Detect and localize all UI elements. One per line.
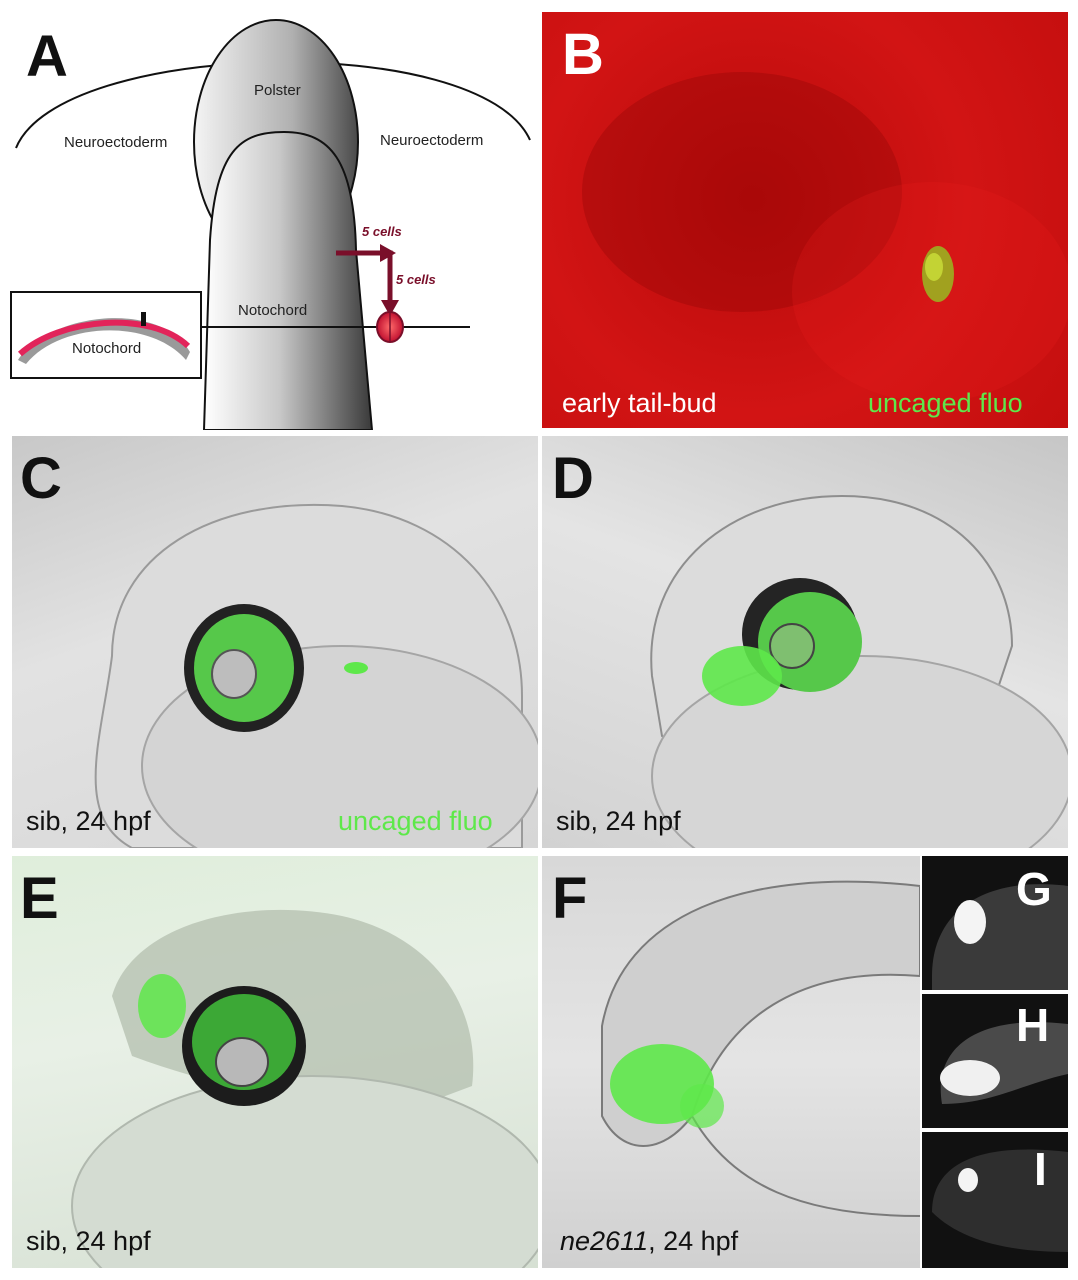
- fluo-i-micrograph: [932, 1149, 1068, 1252]
- panel-b-caption: early tail-bud: [562, 388, 717, 418]
- panel-c-letter: C: [20, 446, 62, 511]
- panel-a-diagram: A Polster Neuroectoderm Neuroectoderm No…: [0, 0, 538, 430]
- panel-b-image: B early tail-bud uncaged fluo: [542, 12, 1068, 428]
- neuroectoderm-left-label: Neuroectoderm: [64, 134, 168, 151]
- inset-marker: [141, 312, 146, 326]
- embryo-f-micrograph: [601, 880, 920, 1217]
- panel-i-image: I: [922, 1132, 1068, 1268]
- panel-f-letter: F: [552, 866, 588, 931]
- panel-a-letter: A: [26, 24, 68, 89]
- fluo-h-micrograph: [940, 1022, 1068, 1104]
- panel-d-letter: D: [552, 446, 594, 511]
- neuroectoderm-right-label: Neuroectoderm: [380, 132, 484, 149]
- panel-h-letter: H: [1016, 999, 1050, 1051]
- panel-e-image: E sib, 24 hpf: [12, 856, 538, 1268]
- panel-f-image: F ne2611, 24 hpf: [542, 856, 920, 1268]
- notochord-shape: [202, 130, 374, 430]
- panel-i-letter: I: [1034, 1143, 1047, 1195]
- inset-box: [10, 291, 202, 379]
- panel-d-caption: sib, 24 hpf: [556, 806, 681, 836]
- panel-b-letter: B: [562, 22, 604, 87]
- arrow-label-vertical: 5 cells: [396, 272, 436, 287]
- panel-f-caption-strain: ne2611: [560, 1226, 649, 1256]
- notochord-label: Notochord: [238, 302, 308, 319]
- inset-notochord-band: [17, 319, 191, 357]
- panel-c-fluo-caption: uncaged fluo: [338, 806, 493, 836]
- panel-h-image: H: [922, 994, 1068, 1128]
- panel-d-image: D sib, 24 hpf: [542, 436, 1068, 848]
- panel-c-image: C sib, 24 hpf uncaged fluo: [12, 436, 538, 848]
- arrow-label-horizontal: 5 cells: [362, 224, 402, 239]
- embryo-c-micrograph: [94, 503, 538, 848]
- panel-b-fluo-caption: uncaged fluo: [868, 388, 1023, 418]
- panel-e-letter: E: [20, 866, 59, 931]
- panel-c-caption: sib, 24 hpf: [26, 806, 151, 836]
- panel-g-image: G: [922, 856, 1068, 990]
- polster-label: Polster: [254, 82, 301, 99]
- fluo-g-micrograph: [932, 884, 1068, 990]
- panel-f-caption: ne2611, 24 hpf: [560, 1228, 738, 1255]
- panel-e-caption: sib, 24 hpf: [26, 1226, 151, 1256]
- panel-g-letter: G: [1016, 863, 1052, 915]
- embryo-schematic: [10, 19, 531, 430]
- panel-f-caption-rest: , 24 hpf: [648, 1226, 739, 1256]
- embryo-e-micrograph: [71, 909, 538, 1268]
- tailbud-micrograph: [582, 72, 1068, 402]
- embryo-d-micrograph: [650, 494, 1068, 848]
- inset-notochord-label: Notochord: [72, 340, 142, 357]
